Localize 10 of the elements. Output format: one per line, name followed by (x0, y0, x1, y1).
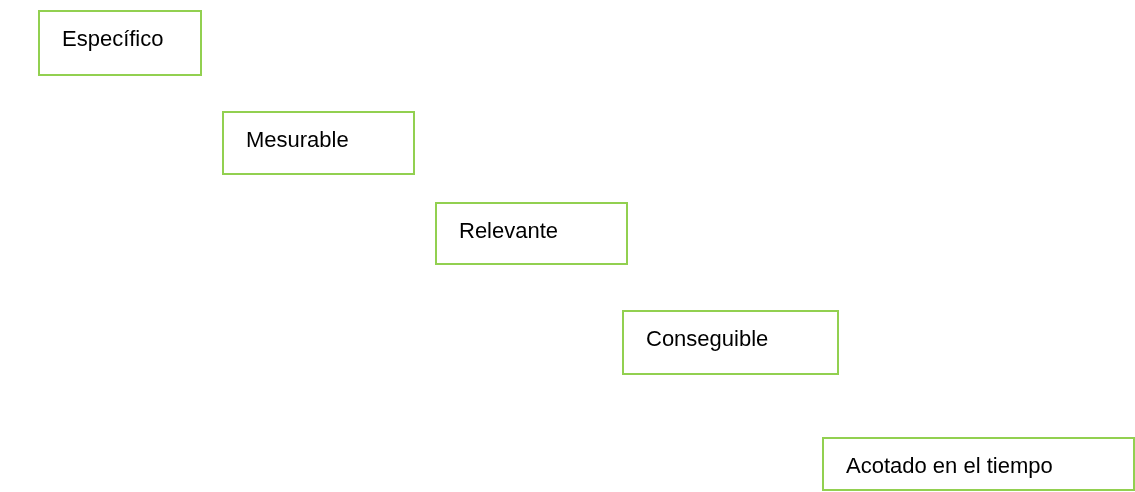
text-box (622, 310, 839, 375)
box-label: Específico (62, 26, 164, 52)
box-label: Relevante (459, 218, 559, 244)
box-label: Mesurable (246, 127, 349, 153)
text-box (435, 202, 628, 265)
box-label: Conseguible (646, 326, 769, 352)
text-box (822, 437, 1135, 491)
text-box (222, 111, 415, 175)
text-box (38, 10, 202, 76)
box-label: Acotado en el tiempo (846, 453, 1053, 479)
